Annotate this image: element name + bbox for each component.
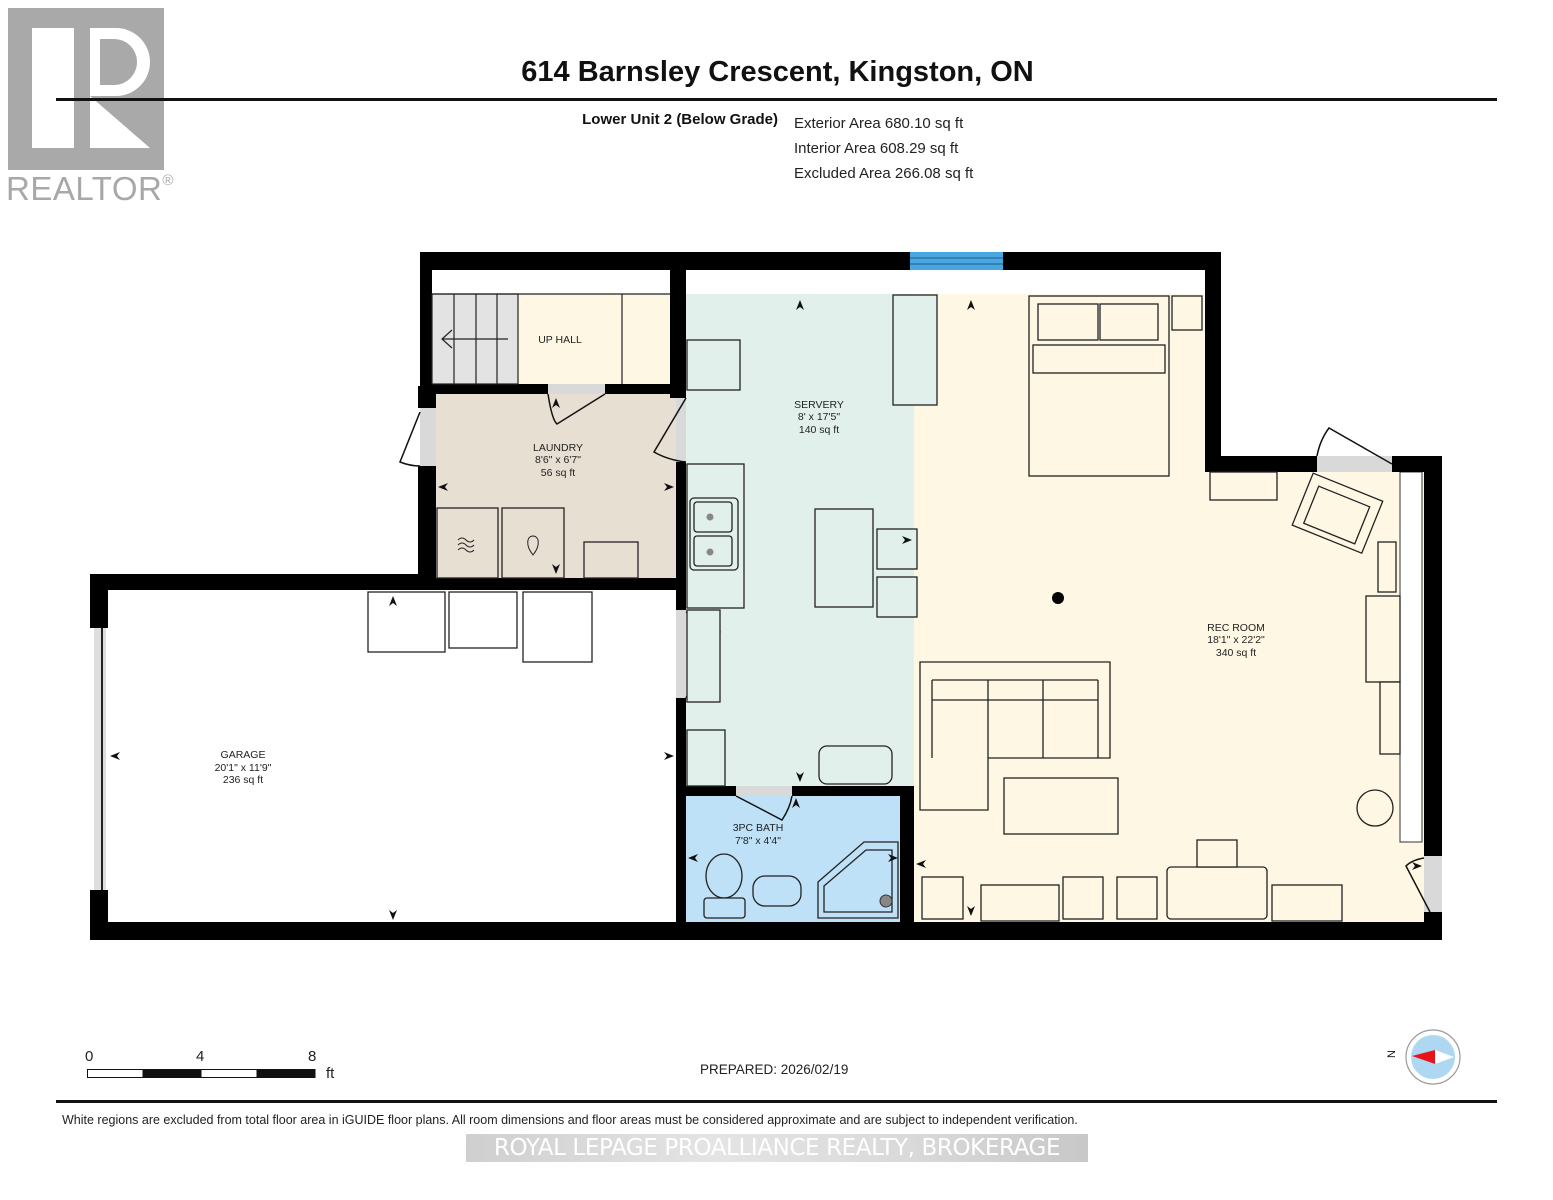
rec-room-furniture (919, 295, 1401, 922)
exterior-area: Exterior Area 680.10 sq ft (794, 115, 964, 132)
pillow (1037, 303, 1099, 341)
garage-fixtures (367, 591, 593, 663)
excluded-strip-top (686, 270, 1203, 294)
excluded-strip-top-left (432, 270, 670, 294)
realtor-logo-icon (8, 8, 164, 170)
cabinet (448, 591, 518, 649)
room-dims-rec-room: 18'1" x 22'2" (1207, 634, 1265, 646)
stool (876, 576, 918, 618)
sink-drains (706, 513, 714, 556)
armchair-icon (1291, 472, 1384, 555)
dresser (1209, 471, 1278, 501)
appliance-glyphs (457, 535, 539, 556)
ottoman (818, 745, 893, 785)
realtor-wordmark: REALTOR® (6, 170, 174, 207)
storage-box (1271, 884, 1343, 922)
view-markers (110, 300, 1422, 920)
scale-tick-8: 8 (308, 1048, 317, 1065)
compass-north-label: N (1385, 1050, 1398, 1058)
shelf (1379, 681, 1401, 755)
excluded-strip-east (1399, 471, 1423, 843)
walls (90, 252, 1442, 940)
round-table-icon (1356, 789, 1394, 827)
excluded-area: Excluded Area 266.08 sq ft (794, 165, 974, 182)
floor-level-label: Lower Unit 2 (Below Grade) (582, 111, 778, 128)
tall-cabinet (892, 294, 938, 406)
tv-stand (1365, 595, 1401, 683)
room-label-up-hall: UP HALL (538, 334, 582, 346)
stool (876, 528, 918, 570)
door-openings (420, 384, 1442, 912)
room-label-laundry: LAUNDRY (533, 442, 583, 454)
scale-tick-4: 4 (196, 1048, 205, 1065)
side-table (1377, 541, 1397, 593)
cabinet (1062, 876, 1104, 920)
compass: N (1385, 1028, 1464, 1086)
scale-tick-0: 0 (85, 1048, 94, 1065)
bathroom-sink-icon (752, 875, 802, 907)
room-area-rec-room: 340 sq ft (1216, 647, 1256, 659)
room-label-rec-room: REC ROOM (1207, 622, 1265, 634)
header-divider (56, 98, 1497, 101)
fridge (686, 339, 741, 391)
disclaimer-text: White regions are excluded from total fl… (62, 1113, 1078, 1127)
scale-unit: ft (326, 1065, 335, 1082)
room-label-bath: 3PC BATH (733, 822, 784, 834)
room-area-servery: 140 sq ft (799, 424, 839, 436)
laundry-cabinet (583, 541, 639, 579)
cabinet (522, 591, 593, 663)
coffee-table (1003, 777, 1119, 835)
garage-door-west (94, 628, 106, 890)
toilet-icon (705, 853, 743, 899)
room-dims-garage: 20'1" x 11'9" (215, 762, 272, 774)
window-top (910, 252, 1003, 270)
cabinet (686, 729, 726, 787)
cabinet (1116, 876, 1158, 920)
stairs-icon (431, 293, 670, 385)
shower-icon (817, 841, 899, 919)
area-summary: Exterior Area 680.10 sq ft Interior Area… (794, 111, 973, 186)
desk-chair (1196, 839, 1238, 868)
room-label-servery: SERVERY (794, 399, 844, 411)
room-label-garage: GARAGE (221, 749, 266, 761)
footer-divider (56, 1100, 1497, 1103)
support-post (1052, 592, 1064, 604)
cabinet (686, 609, 721, 703)
room-dims-laundry: 8'6" x 6'7" (535, 454, 581, 466)
page-title: 614 Barnsley Crescent, Kingston, ON (521, 56, 1034, 88)
bath-fixtures (703, 841, 899, 919)
room-area-garage: 236 sq ft (223, 774, 263, 786)
compass-icon (1405, 1029, 1461, 1085)
room-dims-servery: 8' x 17'5" (798, 411, 840, 423)
servery-fixtures (686, 294, 938, 787)
cabinet (921, 876, 964, 920)
interior-area: Interior Area 608.29 sq ft (794, 140, 959, 157)
dryer-icon (436, 507, 499, 579)
scale-bar-graphic (87, 1069, 316, 1078)
pillow (1099, 303, 1159, 341)
room-area-laundry: 56 sq ft (541, 467, 576, 479)
scale-bar: 0 4 8 ft (85, 1048, 385, 1088)
freezer (367, 591, 446, 653)
desk-icon (1166, 866, 1268, 920)
brokerage-watermark: ROYAL LEPAGE PROALLIANCE REALTY, BROKERA… (466, 1134, 1088, 1162)
shower-drain (879, 894, 893, 908)
prepared-date: PREPARED: 2026/02/19 (700, 1062, 849, 1077)
island (814, 508, 874, 608)
bench (980, 884, 1060, 922)
hall-floor (518, 294, 670, 384)
room-dims-bath: 7'8" x 4'4" (735, 835, 781, 847)
nightstand (1171, 295, 1203, 331)
